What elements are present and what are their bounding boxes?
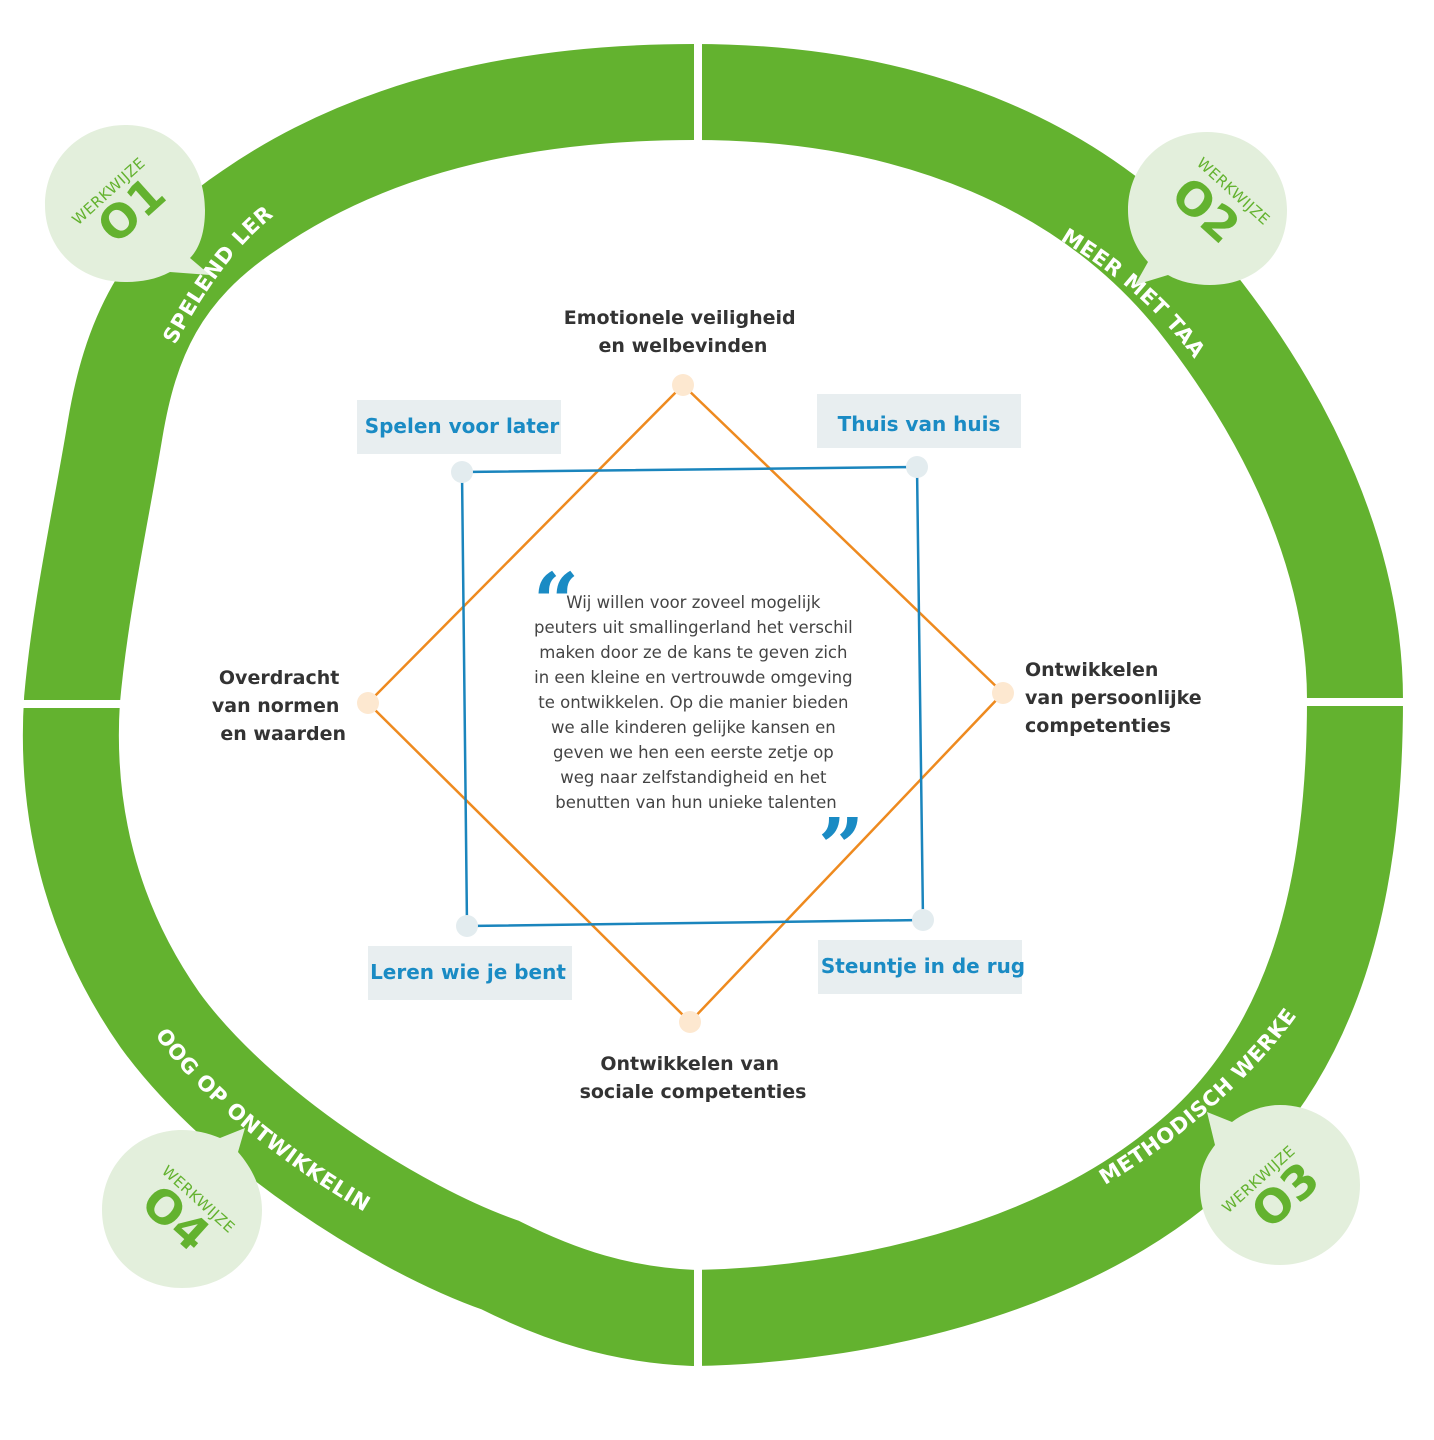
square-node-top-left xyxy=(451,461,473,483)
ring-divider-bottom xyxy=(694,1262,702,1372)
badge-werkwijze-03: WERKWIJZE O3 xyxy=(1200,1105,1360,1265)
box-steuntje-in-de-rug: Steuntje in de rug xyxy=(818,940,1025,994)
square-node-top-right xyxy=(906,456,928,478)
diamond-node-top xyxy=(672,374,694,396)
badge-werkwijze-01: WERKWIJZE O1 xyxy=(45,125,210,282)
box-leren-wie-je-bent: Leren wie je bent xyxy=(368,946,572,1000)
diamond-node-left xyxy=(357,692,379,714)
ring-divider-left xyxy=(14,700,124,708)
mission-quote: Wij willen voor zoveel mogelijk peuters … xyxy=(534,593,858,812)
square-node-bottom-left xyxy=(456,915,478,937)
square-node-bottom-right xyxy=(912,909,934,931)
badge-werkwijze-04: WERKWIJZE O4 xyxy=(102,1128,262,1288)
svg-text:Steuntje in de rug: Steuntje in de rug xyxy=(821,954,1025,978)
label-normen-waarden: Overdracht van normen en waarden xyxy=(212,667,346,745)
ring-divider-right xyxy=(1300,698,1420,706)
svg-text:Leren wie je bent: Leren wie je bent xyxy=(370,960,566,984)
badge-werkwijze-02: WERKWIJZE O2 xyxy=(1128,132,1287,285)
svg-text:Thuis van huis: Thuis van huis xyxy=(838,412,1001,436)
box-thuis-van-huis: Thuis van huis xyxy=(817,394,1021,448)
label-emotionele-veiligheid: Emotionele veiligheid en welbevinden xyxy=(564,307,802,357)
label-sociale-competenties: Ontwikkelen van sociale competenties xyxy=(580,1053,807,1103)
svg-text:Spelen voor later: Spelen voor later xyxy=(365,414,560,438)
label-persoonlijke-competenties: Ontwikkelen van persoonlijke competentie… xyxy=(1025,659,1208,737)
open-quote-mark: “ xyxy=(533,555,579,649)
close-quote-mark: ” xyxy=(818,800,864,894)
diamond-node-right xyxy=(992,682,1014,704)
ring-divider-top xyxy=(694,38,702,148)
box-spelen-voor-later: Spelen voor later xyxy=(357,400,561,454)
diamond-node-bottom xyxy=(679,1011,701,1033)
